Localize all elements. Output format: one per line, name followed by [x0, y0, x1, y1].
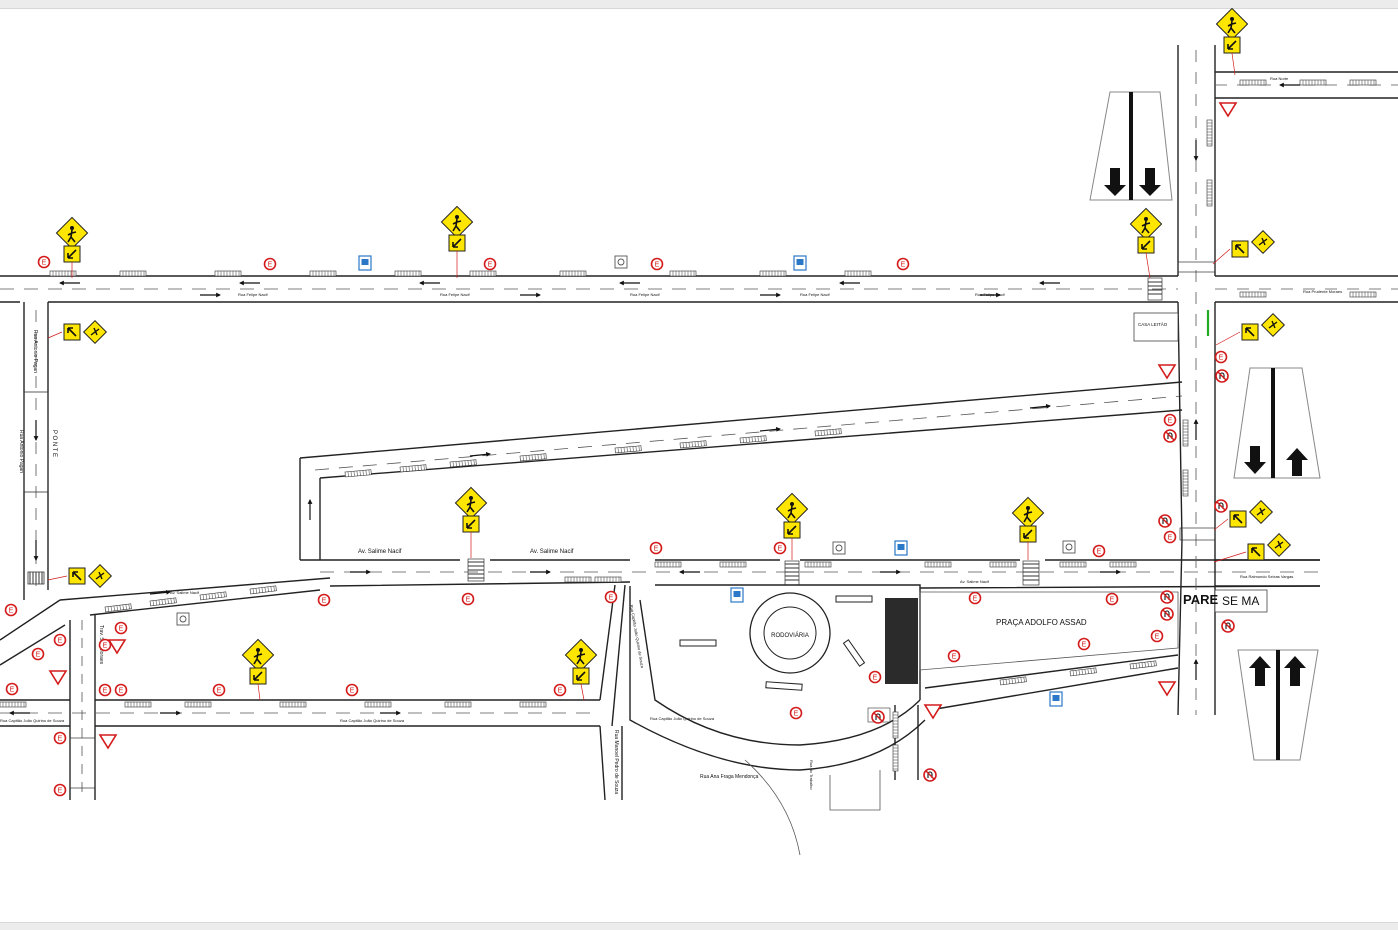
sign-leader-lines — [47, 52, 1247, 701]
street-label-trabalho: Rua do Trabalho — [809, 760, 814, 790]
road-av-salime-nacif-diagonal — [299, 381, 1183, 560]
accessible-parking-icon — [176, 255, 1076, 626]
street-label-pedro: Rua Manoel Pedro de Souza — [613, 730, 619, 794]
street-label-capitao-2: Rua Capitão João Quirino de Souza — [0, 718, 65, 723]
bus-platform — [885, 598, 918, 684]
bus-stop-icon — [358, 255, 1063, 707]
pedestrian-crossing-icon — [55, 7, 1249, 685]
casa-label: CASA LEITÃO — [1138, 321, 1168, 327]
diagonal-arrow-icon — [63, 229, 1292, 589]
sema-label: SE MA — [1222, 594, 1259, 608]
street-label-felipe-1: Rua Felipe Nacif — [238, 292, 268, 297]
street-label-raimundo: Rua Raimundo Seixas Vargas — [1240, 574, 1293, 579]
street-label-ana-fraga-visible: Rua Ana Fraga Mendonça — [700, 774, 759, 780]
street-label-antonio-pagan-1: Rua Antonio Pagan — [32, 330, 38, 373]
street-label-antonio-pagan-2: Rua Antonio Pagan — [18, 430, 24, 473]
road-rua-felipe-nacif: Rua Felipe Nacif Rua Felipe Nacif Rua Fe… — [0, 270, 1178, 303]
lane-diagram-bottom — [1237, 649, 1319, 761]
road-rua-antonio-pagan: Rua Antonio Pagan Rua Antonio Pagan P O … — [18, 302, 57, 600]
street-label-norte: Rua Norte — [1270, 76, 1289, 81]
street-label-felipe-2: Rua Felipe Nacif — [440, 292, 470, 297]
street-label-capitao-3: Rua Capitão João Quirino de Souza — [650, 716, 715, 721]
street-label-salime-1: Av. Salime Nacif — [358, 549, 402, 555]
pare-marking: PARE — [1183, 592, 1218, 607]
road-av-salime-nacif: Av. Salime Nacif Av. Salime Nacif Av. Sa… — [59, 549, 1321, 616]
street-label-salime-4: Av. Salime Nacif — [170, 590, 200, 595]
bottom-toolbar — [0, 922, 1398, 930]
street-label-felipe-5: Rua Felipe Nacif — [975, 292, 1005, 297]
road-right-vertical: CASA LEITÃO Rua Prudente Moraes Rua Raim… — [1133, 45, 1398, 716]
rodoviaria-label: RODOVIÁRIA — [771, 632, 809, 639]
street-label-felipe-4: Rua Felipe Nacif — [800, 292, 830, 297]
no-parking-icon — [4, 255, 1228, 797]
rodoviaria-roundabout: RODOVIÁRIA RODOVIÁRIA Rua Ana Fraga Mend… — [629, 584, 926, 856]
street-label-capitao-1: Rua Capitão João Quirino de Souza — [340, 718, 405, 723]
lane-diagram-middle — [1233, 367, 1321, 479]
street-label-prudente: Rua Prudente Moraes — [1303, 289, 1342, 294]
ponte-label: P O N T E — [51, 430, 57, 457]
street-label-salime-3: Av. Salime Nacif — [960, 579, 990, 584]
street-label-felipe-3: Rua Felipe Nacif — [630, 292, 660, 297]
praca-adolfo-assad: PRAÇA ADOLFO ASSAD — [919, 591, 1179, 711]
lane-diagram-top — [1089, 91, 1173, 201]
praca-label: PRAÇA ADOLFO ASSAD — [996, 618, 1087, 627]
street-label-salime-2: Av. Salime Nacif — [530, 549, 574, 555]
top-toolbar — [0, 0, 1398, 9]
